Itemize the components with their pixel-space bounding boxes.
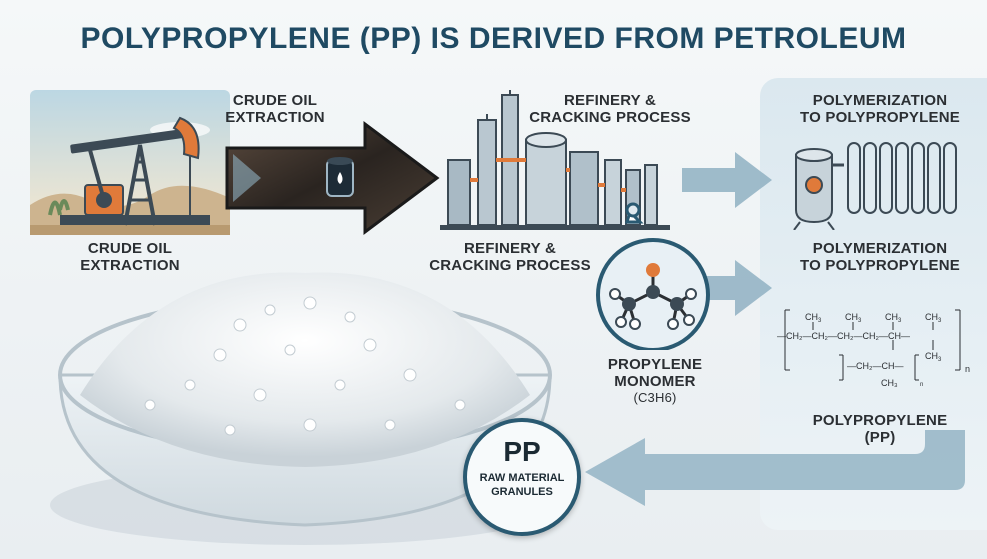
- arrow-refinery-to-polymerization: [682, 152, 772, 208]
- svg-text:CH₃: CH₃: [881, 378, 898, 388]
- label-refinery-bottom: REFINERY & CRACKING PROCESS: [429, 240, 591, 275]
- label-crude-oil-extraction-top: CRUDE OIL EXTRACTION: [225, 92, 325, 127]
- svg-text:CH: CH: [925, 312, 938, 322]
- label-propylene-monomer: PROPYLENE MONOMER (C3H6): [585, 356, 725, 405]
- label-polypropylene-line1: POLYPROPYLENE: [812, 412, 948, 429]
- arrow-monomer-to-polymer: [682, 260, 772, 316]
- formula-n: n: [965, 364, 970, 374]
- svg-text:3: 3: [898, 318, 902, 324]
- label-polymerization-bottom: POLYMERIZATION TO POLYPROPYLENE: [800, 240, 960, 275]
- main-title: POLYPROPYLENE (PP) IS DERIVED FROM PETRO…: [80, 22, 907, 55]
- svg-text:—CH₂—CH₂—CH₂—CH₂—CH—: —CH₂—CH₂—CH₂—CH₂—CH—: [777, 331, 910, 341]
- label-refinery-top: REFINERY & CRACKING PROCESS: [529, 92, 691, 127]
- label-polymerization-top: POLYMERIZATION TO POLYPROPYLENE: [800, 92, 960, 127]
- label-polypropylene: POLYPROPYLENE (PP): [790, 412, 970, 447]
- svg-text:3: 3: [818, 318, 822, 324]
- svg-text:CH: CH: [845, 312, 858, 322]
- pp-raw-material-badge: PP RAW MATERIAL GRANULES: [463, 418, 581, 536]
- svg-text:—CH₂—CH—: —CH₂—CH—: [847, 361, 904, 371]
- svg-text:3: 3: [938, 357, 942, 363]
- badge-pp-text: PP: [503, 436, 541, 467]
- label-monomer-formula: (C3H6): [633, 389, 677, 405]
- polymerization-reactor-icon: [793, 142, 957, 230]
- propylene-molecule-callout: [596, 202, 710, 350]
- svg-text:n: n: [920, 382, 923, 388]
- oil-pumpjack-icon: [30, 90, 230, 235]
- svg-text:3: 3: [858, 318, 862, 324]
- label-monomer-line2: MONOMER: [614, 373, 696, 391]
- svg-text:CH: CH: [885, 312, 898, 322]
- svg-text:CH: CH: [805, 312, 818, 322]
- svg-text:CH: CH: [925, 351, 938, 361]
- label-monomer-line1: PROPYLENE: [607, 356, 703, 373]
- process-arrow-crude-to-refinery: [225, 121, 440, 235]
- label-crude-oil-extraction-bottom: CRUDE OIL EXTRACTION: [80, 240, 180, 275]
- badge-raw-material-text: RAW MATERIAL GRANULES: [479, 472, 565, 498]
- label-polypropylene-line2: (PP): [864, 429, 896, 447]
- arrow-polymer-to-granules: [585, 430, 965, 506]
- svg-text:3: 3: [938, 318, 942, 324]
